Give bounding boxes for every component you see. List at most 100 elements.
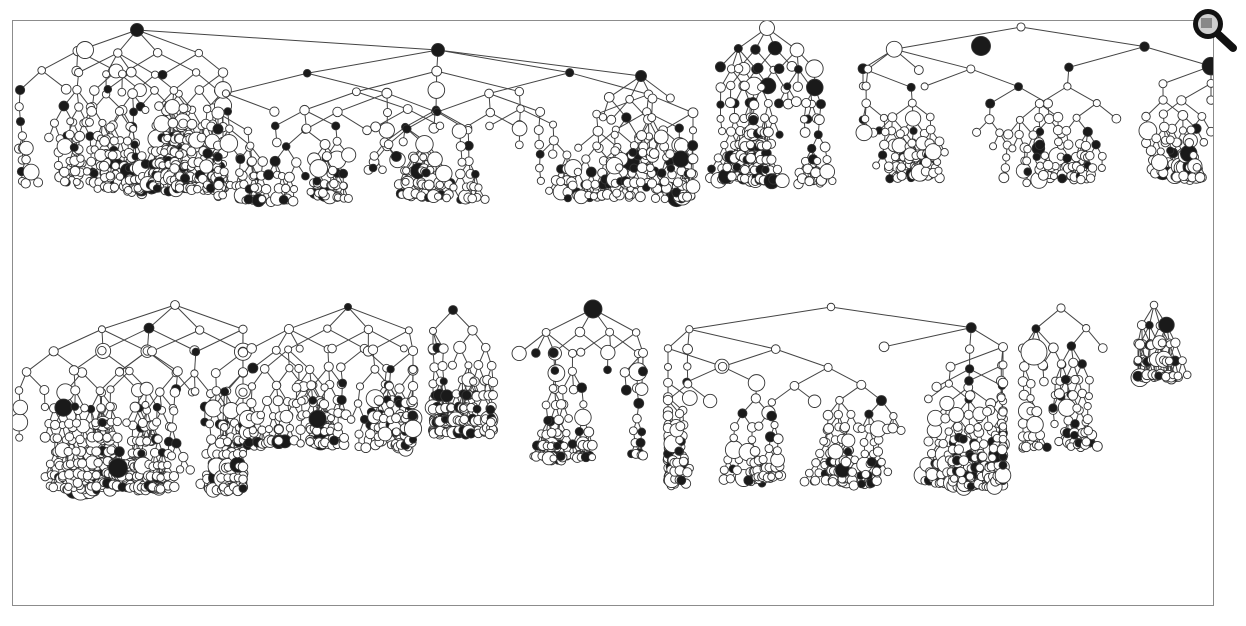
hollow-node bbox=[235, 168, 244, 177]
filled-node bbox=[1023, 167, 1033, 176]
tree-edge bbox=[326, 306, 349, 329]
tree-edge bbox=[148, 304, 176, 329]
hollow-node bbox=[725, 97, 736, 108]
hollow-node bbox=[682, 191, 693, 202]
hollow-node bbox=[82, 167, 92, 176]
tree-edge bbox=[1020, 26, 1145, 48]
tree-edge bbox=[151, 329, 200, 352]
hollow-node bbox=[435, 121, 445, 131]
tree-edge bbox=[1144, 46, 1212, 67]
tree-edge bbox=[640, 75, 671, 99]
hollow-node bbox=[1197, 111, 1207, 121]
hollow-node bbox=[895, 129, 905, 139]
hollow-node bbox=[332, 106, 343, 118]
filled-node bbox=[130, 140, 139, 149]
hollow-node bbox=[378, 165, 387, 175]
filled-node bbox=[707, 164, 716, 174]
hollow-node bbox=[729, 112, 740, 124]
hollow-node bbox=[685, 168, 697, 179]
hollow-node bbox=[97, 325, 106, 334]
hollow-node bbox=[1003, 129, 1014, 140]
hollow-node bbox=[60, 83, 72, 95]
hollow-node bbox=[1192, 162, 1202, 172]
tree-edge bbox=[136, 29, 439, 51]
filled-node bbox=[794, 64, 803, 74]
hollow-node bbox=[13, 413, 29, 432]
hollow-node bbox=[98, 160, 110, 172]
tree-edge bbox=[1035, 307, 1062, 330]
tree-edge bbox=[288, 306, 349, 330]
filled-node bbox=[278, 194, 289, 205]
hollow-node bbox=[98, 118, 107, 128]
hollow-node bbox=[370, 121, 381, 133]
hollow-node bbox=[1158, 79, 1168, 89]
hollow-node bbox=[269, 106, 280, 117]
filled-node bbox=[15, 116, 26, 127]
filled-node bbox=[775, 130, 784, 139]
hollow-node bbox=[650, 193, 661, 203]
filled-node bbox=[732, 162, 742, 172]
hollow-node bbox=[44, 132, 54, 143]
tree-edge bbox=[936, 368, 970, 388]
hollow-node bbox=[457, 157, 467, 167]
hollow-node bbox=[907, 98, 917, 108]
hollow-node bbox=[1052, 124, 1064, 136]
filled-node bbox=[15, 84, 26, 96]
filled-node bbox=[69, 143, 79, 152]
hollow-node bbox=[545, 186, 554, 195]
hollow-node bbox=[431, 65, 443, 77]
hollow-node bbox=[160, 148, 169, 157]
hollow-node bbox=[1072, 113, 1081, 122]
hollow-node bbox=[112, 432, 123, 444]
filled-node bbox=[813, 130, 823, 140]
filled-node bbox=[98, 418, 107, 428]
hollow-node bbox=[757, 83, 766, 92]
hollow-node bbox=[155, 484, 166, 494]
hollow-node bbox=[113, 48, 123, 58]
hollow-node bbox=[822, 155, 832, 165]
hollow-node bbox=[172, 366, 183, 377]
hollow-node bbox=[733, 63, 744, 74]
hollow-node bbox=[1063, 139, 1074, 150]
hollow-node bbox=[86, 106, 97, 117]
tree-edge bbox=[662, 112, 694, 131]
hollow-node bbox=[467, 193, 477, 204]
hollow-node bbox=[768, 115, 778, 125]
hollow-node bbox=[169, 387, 181, 398]
hollow-node bbox=[1194, 172, 1206, 183]
hollow-node bbox=[1097, 163, 1106, 172]
hollow-node bbox=[427, 81, 446, 99]
filled-node bbox=[1139, 41, 1150, 52]
hollow-node bbox=[1040, 151, 1050, 160]
hollow-node bbox=[813, 156, 822, 166]
filled-node bbox=[331, 121, 341, 131]
hollow-node bbox=[480, 194, 490, 204]
hollow-node bbox=[68, 365, 80, 376]
hollow-node bbox=[115, 172, 125, 181]
hollow-node bbox=[1063, 82, 1072, 91]
tree-edge bbox=[251, 328, 290, 349]
filled-node bbox=[223, 107, 233, 116]
filled-node bbox=[390, 150, 402, 162]
tree-edge bbox=[331, 329, 369, 349]
hollow-node bbox=[167, 422, 177, 433]
filled-node bbox=[58, 100, 70, 112]
hollow-node bbox=[581, 154, 591, 164]
filled-node bbox=[338, 168, 349, 179]
hollow-node bbox=[20, 178, 31, 189]
hollow-node bbox=[1076, 174, 1086, 185]
hollow-node bbox=[281, 183, 291, 194]
hollow-node bbox=[549, 120, 558, 129]
hollow-node bbox=[1165, 135, 1175, 145]
hollow-node bbox=[556, 177, 566, 187]
hollow-node bbox=[1016, 22, 1026, 32]
hollow-node bbox=[484, 88, 494, 99]
hollow-node bbox=[174, 183, 185, 193]
hollow-node bbox=[299, 104, 310, 116]
tree-edge bbox=[225, 72, 308, 94]
hollow-node bbox=[1186, 125, 1196, 135]
hollow-node bbox=[442, 193, 451, 203]
hollow-node bbox=[402, 166, 411, 175]
filled-node bbox=[773, 63, 785, 75]
hollow-node bbox=[748, 99, 760, 111]
